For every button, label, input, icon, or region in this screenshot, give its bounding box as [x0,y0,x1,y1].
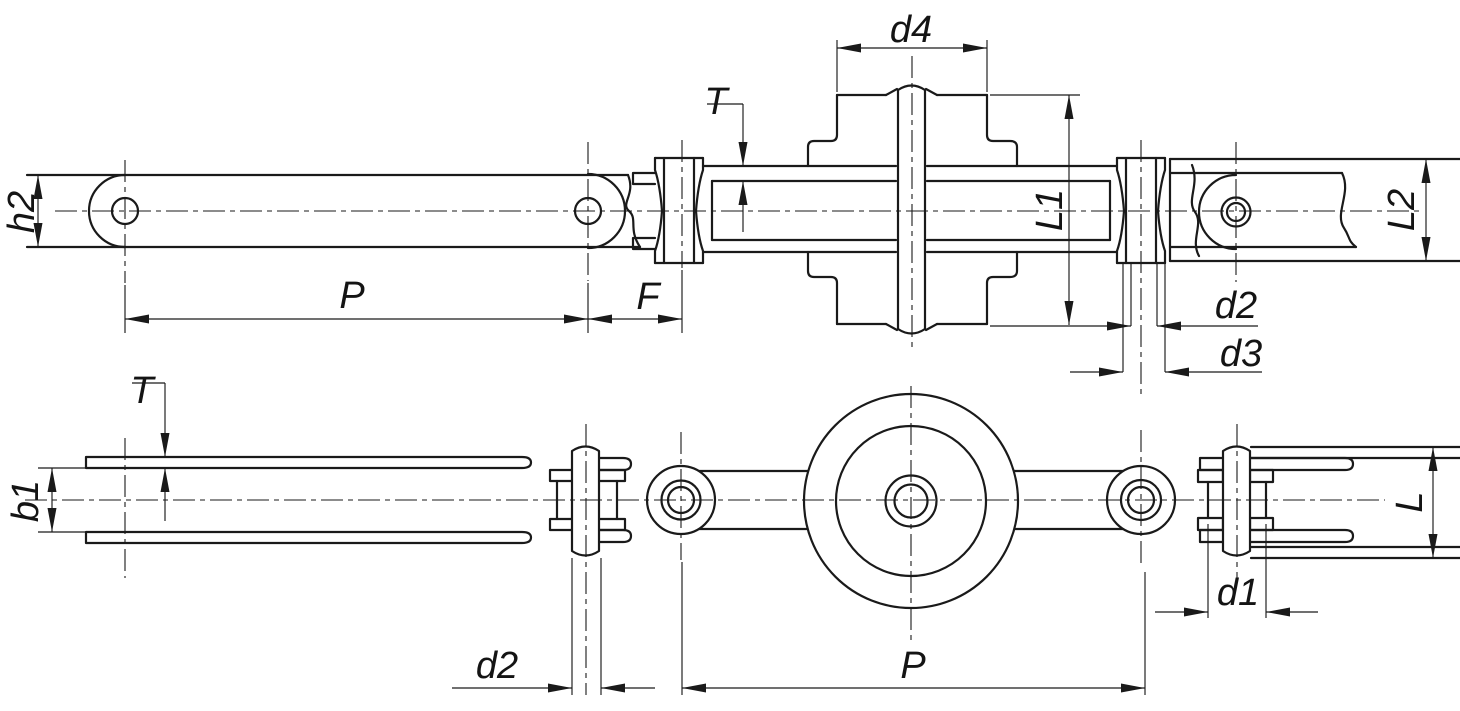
label-t-bottom: T [130,370,156,412]
label-h2: h2 [1,191,43,233]
dim-d1 [1155,524,1318,618]
ext-d2-bottom [571,558,602,695]
outer-plate-strips-right [1198,445,1460,560]
side-plate-right [1168,157,1460,263]
centerlines-top-vertical [124,56,1237,398]
dimension-labels: h2 P F T d4 L1 L2 d2 d3 b1 T d2 P d1 L [1,9,1431,687]
bushing-step-bottom [631,236,657,251]
centerlines [25,56,1420,695]
label-d1: d1 [1217,572,1259,614]
bushing-step-top [631,171,657,186]
label-p-bottom: P [900,645,926,687]
ext-p-f [124,270,683,333]
break-line [1339,171,1358,249]
label-b1: b1 [5,480,47,522]
centerlines-bottom-vertical [124,386,1238,695]
label-l2: L2 [1381,189,1423,231]
dim-l1 [990,94,1080,325]
label-d4: d4 [890,9,932,51]
link-bar-left [697,469,814,531]
link-bar-right [1008,469,1125,531]
label-l: L [1389,491,1431,512]
hub-roller-lower [806,250,1019,332]
label-d3: d3 [1220,333,1262,375]
label-f: F [636,276,661,318]
break-line [1190,163,1201,258]
arrowheads [33,43,1438,693]
label-p-top: P [339,275,365,317]
label-l1: L1 [1029,189,1071,231]
dim-d4 [836,40,988,92]
ext-d2-d3 [1122,263,1166,372]
label-d2-top: d2 [1215,285,1257,327]
hub-roller-upper [806,87,1019,168]
label-d2-bottom: d2 [476,645,518,687]
label-t-top: T [704,81,730,123]
outer-plate-strips-left [84,455,533,545]
dim-p-bottom [681,562,1146,695]
